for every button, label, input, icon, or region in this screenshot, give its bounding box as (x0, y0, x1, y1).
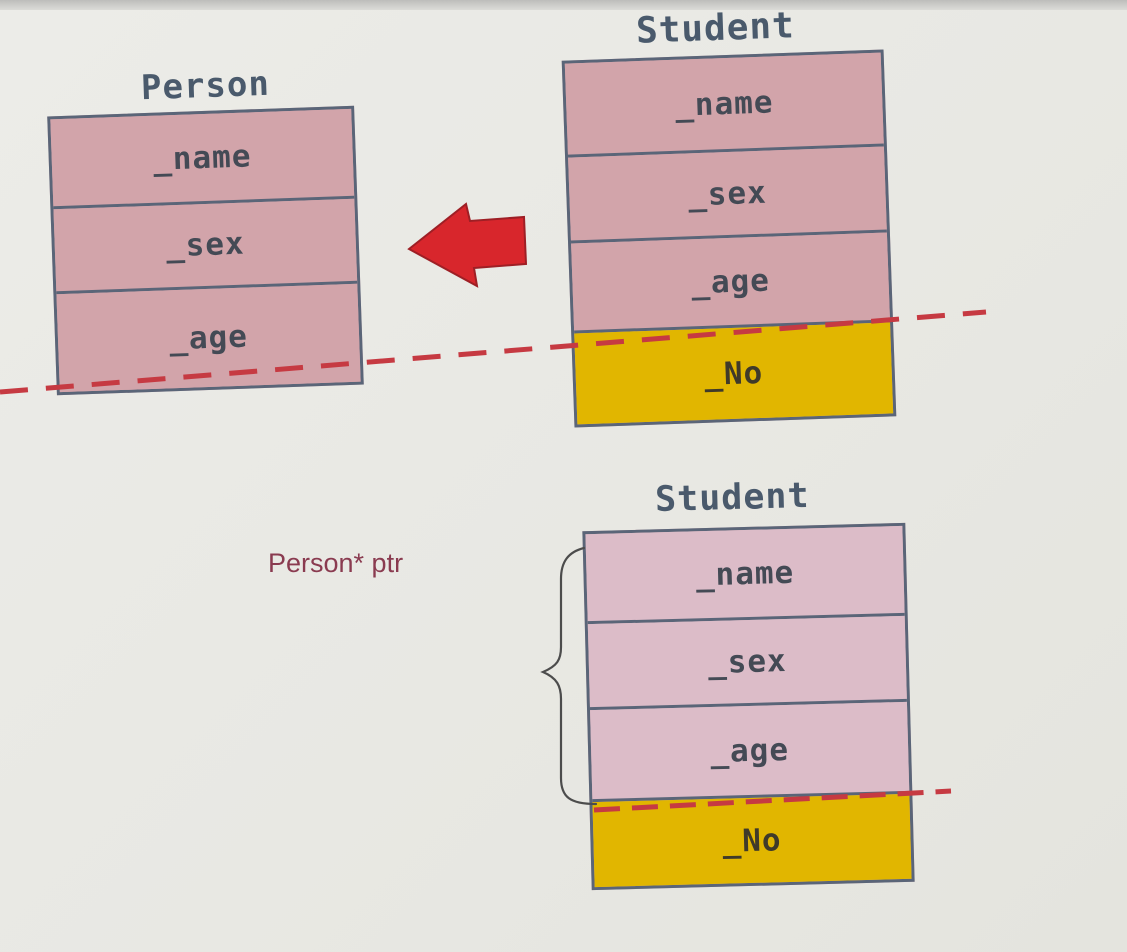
student-top-field-no: _No (574, 322, 894, 425)
student-bottom-field-age: _age (590, 701, 910, 803)
student-bottom-field-no: _No (592, 793, 912, 888)
person-field-age: _age (56, 283, 361, 393)
student-bottom-title: Student (654, 475, 811, 521)
student-top-title: Student (635, 5, 796, 52)
student-bottom-box: _name _sex _age _No (582, 522, 915, 891)
student-bottom-field-sex: _sex (587, 615, 907, 711)
person-pointer-label: Person* ptr (268, 548, 404, 578)
student-top-field-sex: _sex (568, 146, 887, 244)
left-arrow-icon (407, 202, 528, 288)
screen-top-edge (0, 0, 1127, 10)
student-bottom-field-name: _name (585, 525, 905, 625)
person-title: Person (140, 63, 271, 109)
person-field-sex: _sex (53, 198, 358, 295)
person-box: _name _sex _age (47, 105, 364, 396)
person-field-name: _name (50, 108, 355, 210)
student-top-field-name: _name (564, 52, 884, 158)
student-top-box: _name _sex _age _No (561, 49, 897, 428)
student-top-field-age: _age (571, 232, 891, 334)
